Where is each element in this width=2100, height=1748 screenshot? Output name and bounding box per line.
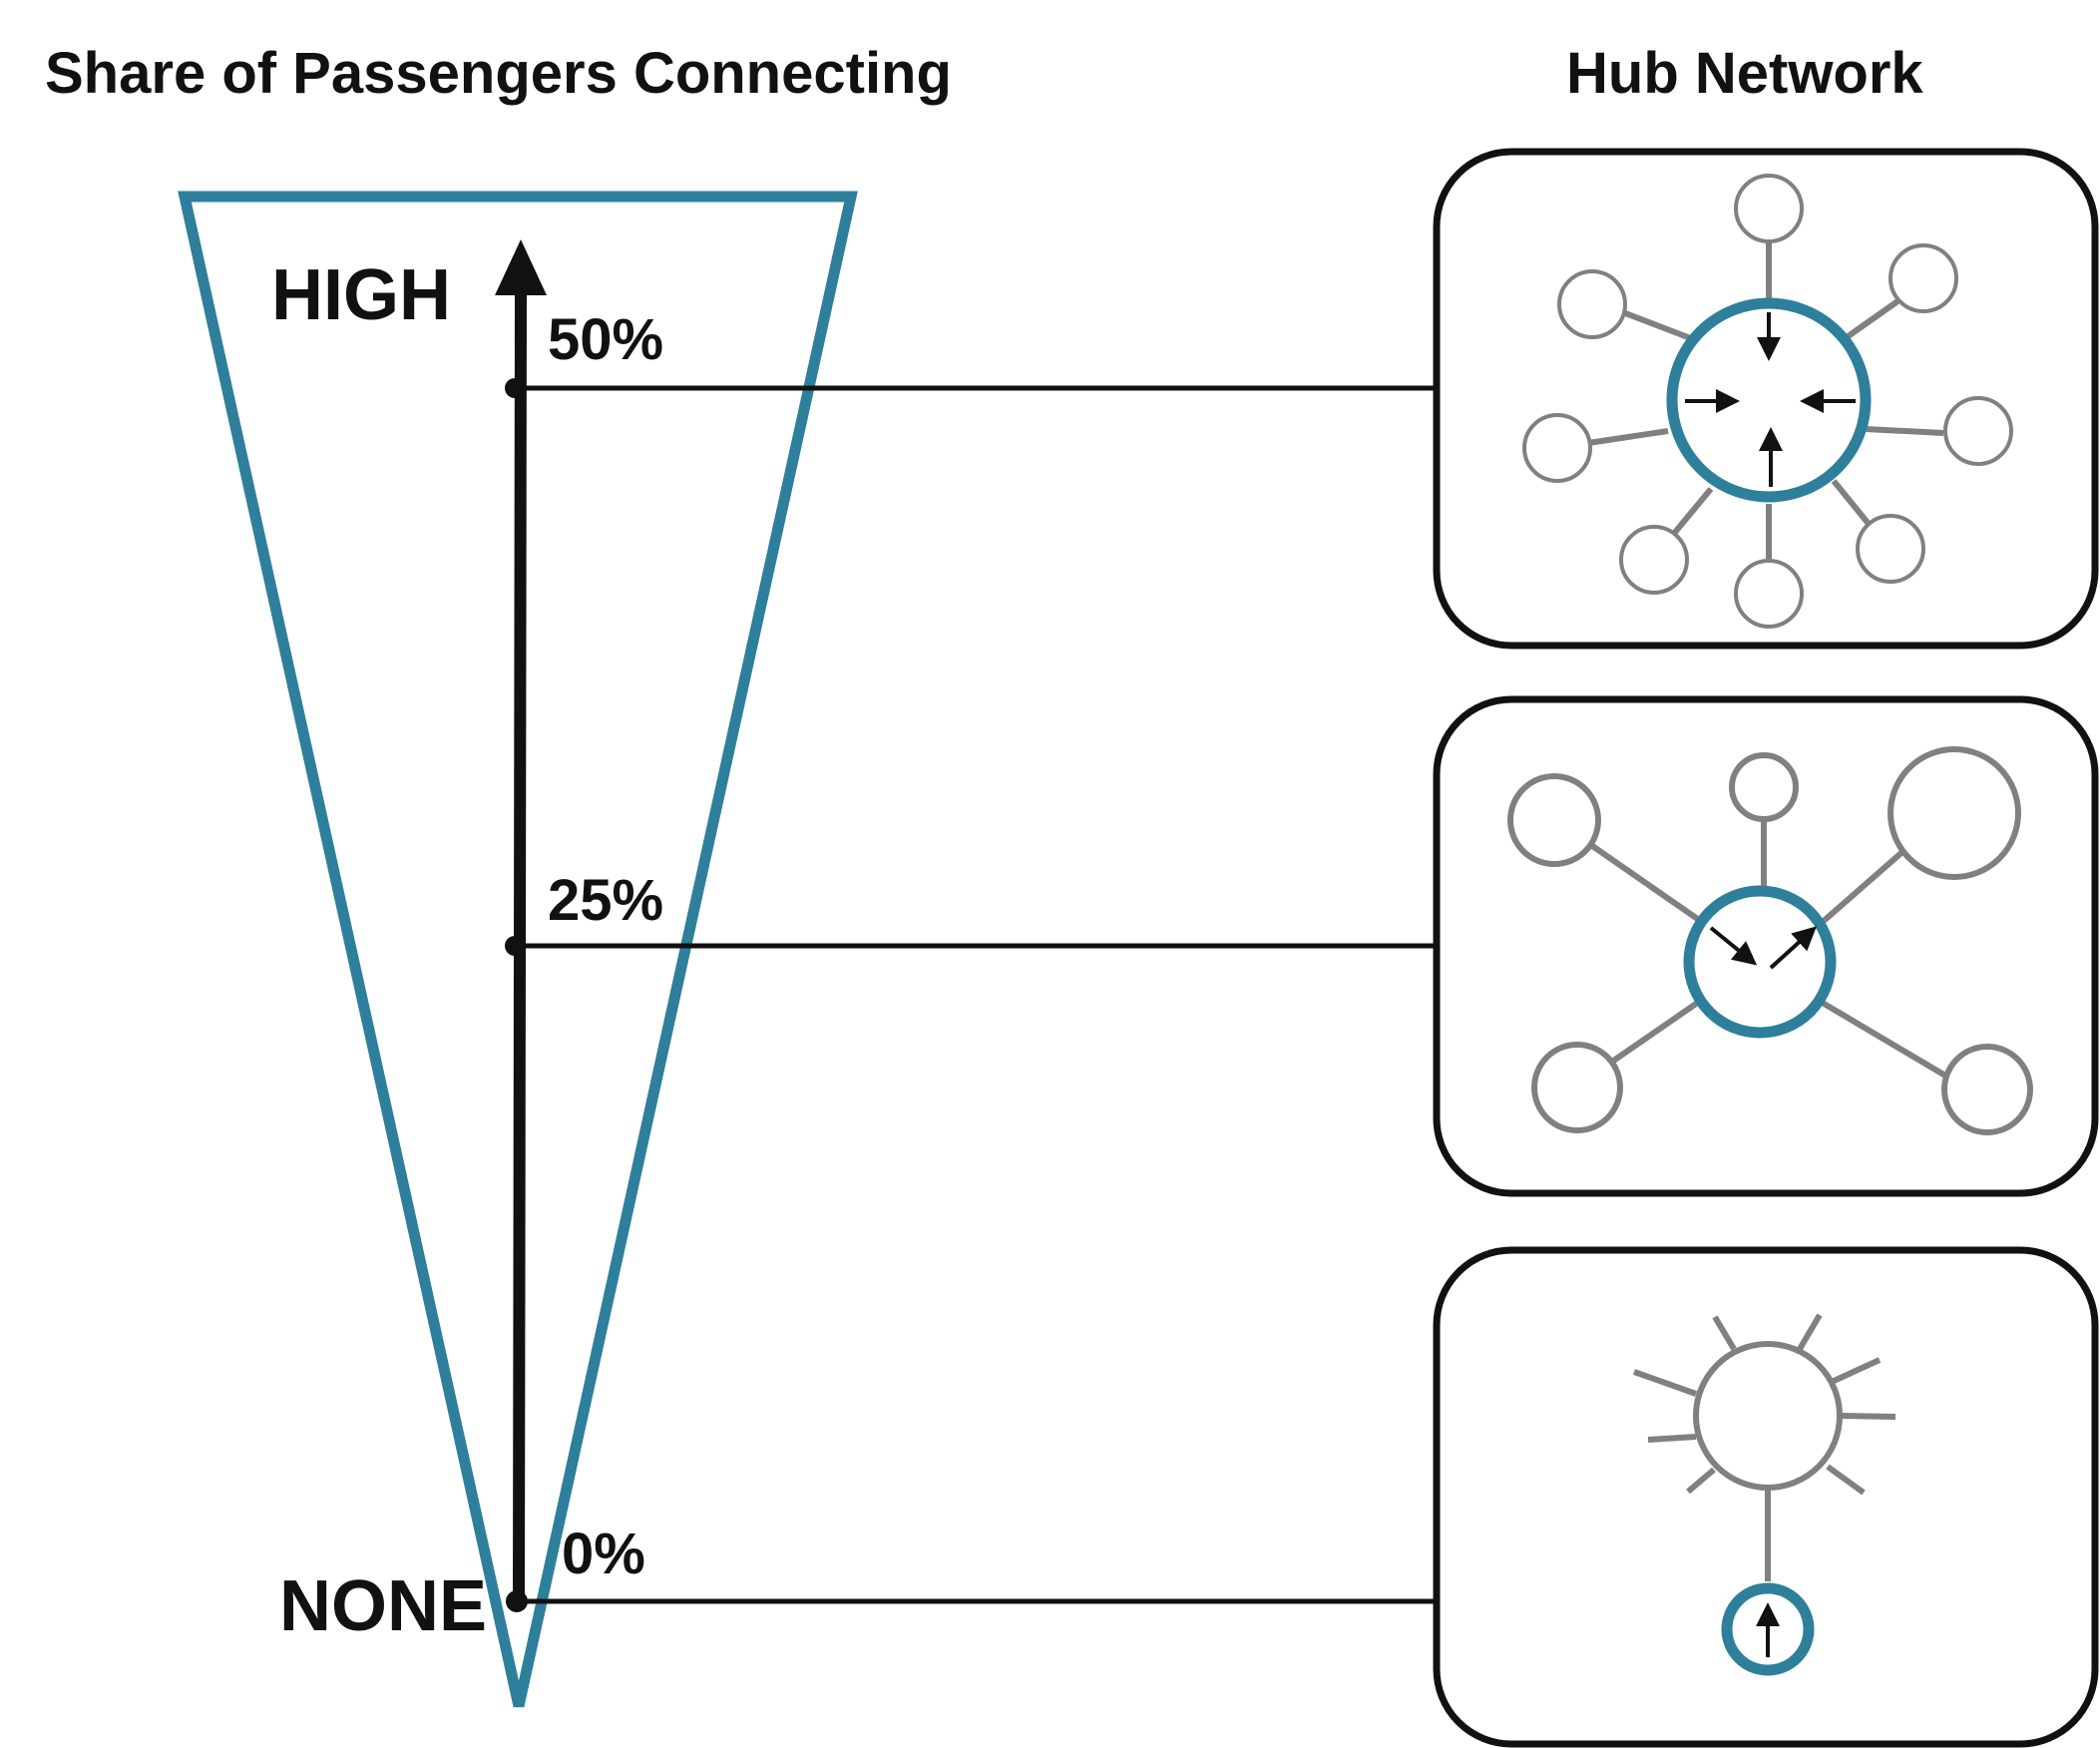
spoke: [1819, 999, 1947, 1079]
spoke: [1822, 848, 1905, 924]
spoke: [1669, 487, 1714, 538]
spoke-node: [1888, 746, 2021, 880]
hub-node: [1683, 885, 1837, 1039]
spoke-node: [1557, 269, 1627, 339]
spoke-node: [1693, 1341, 1843, 1491]
spoke-node: [1522, 413, 1592, 483]
network-box-high: [1433, 148, 2099, 650]
spoke-node: [1729, 752, 1799, 822]
spoke-node: [1889, 243, 1958, 313]
spoke-node: [1941, 1044, 2033, 1135]
level-label-none: NONE: [279, 1566, 487, 1646]
spoke-node: [1531, 1042, 1623, 1133]
spoke: [1838, 296, 1902, 345]
stub-spoke: [1632, 1369, 1698, 1397]
spoke-node: [1734, 559, 1804, 629]
spoke: [1610, 999, 1701, 1065]
stub-spoke: [1647, 1434, 1697, 1443]
marker-label-50: 50%: [548, 307, 663, 372]
share-triangle: [178, 191, 858, 1708]
marker-label-25: 25%: [548, 868, 663, 933]
spoke: [1831, 479, 1872, 526]
level-label-high: HIGH: [271, 255, 451, 335]
spoke: [1587, 428, 1669, 446]
spoke: [1865, 426, 1944, 436]
transfer-arrow: [1709, 926, 1758, 966]
spoke-node: [1943, 396, 2013, 466]
stub-spoke: [1712, 1315, 1737, 1351]
transfer-arrow: [1769, 926, 1817, 970]
left-panel-title: Share of Passengers Connecting: [45, 41, 952, 106]
stub-spoke: [1830, 1357, 1882, 1385]
stub-spoke: [1826, 1464, 1866, 1496]
stub-spoke: [1841, 1413, 1896, 1420]
spoke: [1618, 308, 1703, 345]
network-box-medium: [1433, 695, 2099, 1197]
hub-node: [1666, 297, 1872, 503]
spoke-node: [1507, 773, 1601, 867]
spoke-node: [1619, 525, 1689, 595]
marker-label-0: 0%: [562, 1522, 645, 1586]
share-axis-arrowhead: [495, 239, 547, 295]
spoke-node: [1734, 174, 1804, 243]
right-panel-title: Hub Network: [1566, 41, 1923, 106]
spoke: [1586, 840, 1701, 923]
stub-spoke: [1686, 1467, 1716, 1495]
stub-spoke: [1797, 1313, 1823, 1351]
spoke-node: [1856, 514, 1925, 584]
network-box-none: [1433, 1246, 2099, 1748]
